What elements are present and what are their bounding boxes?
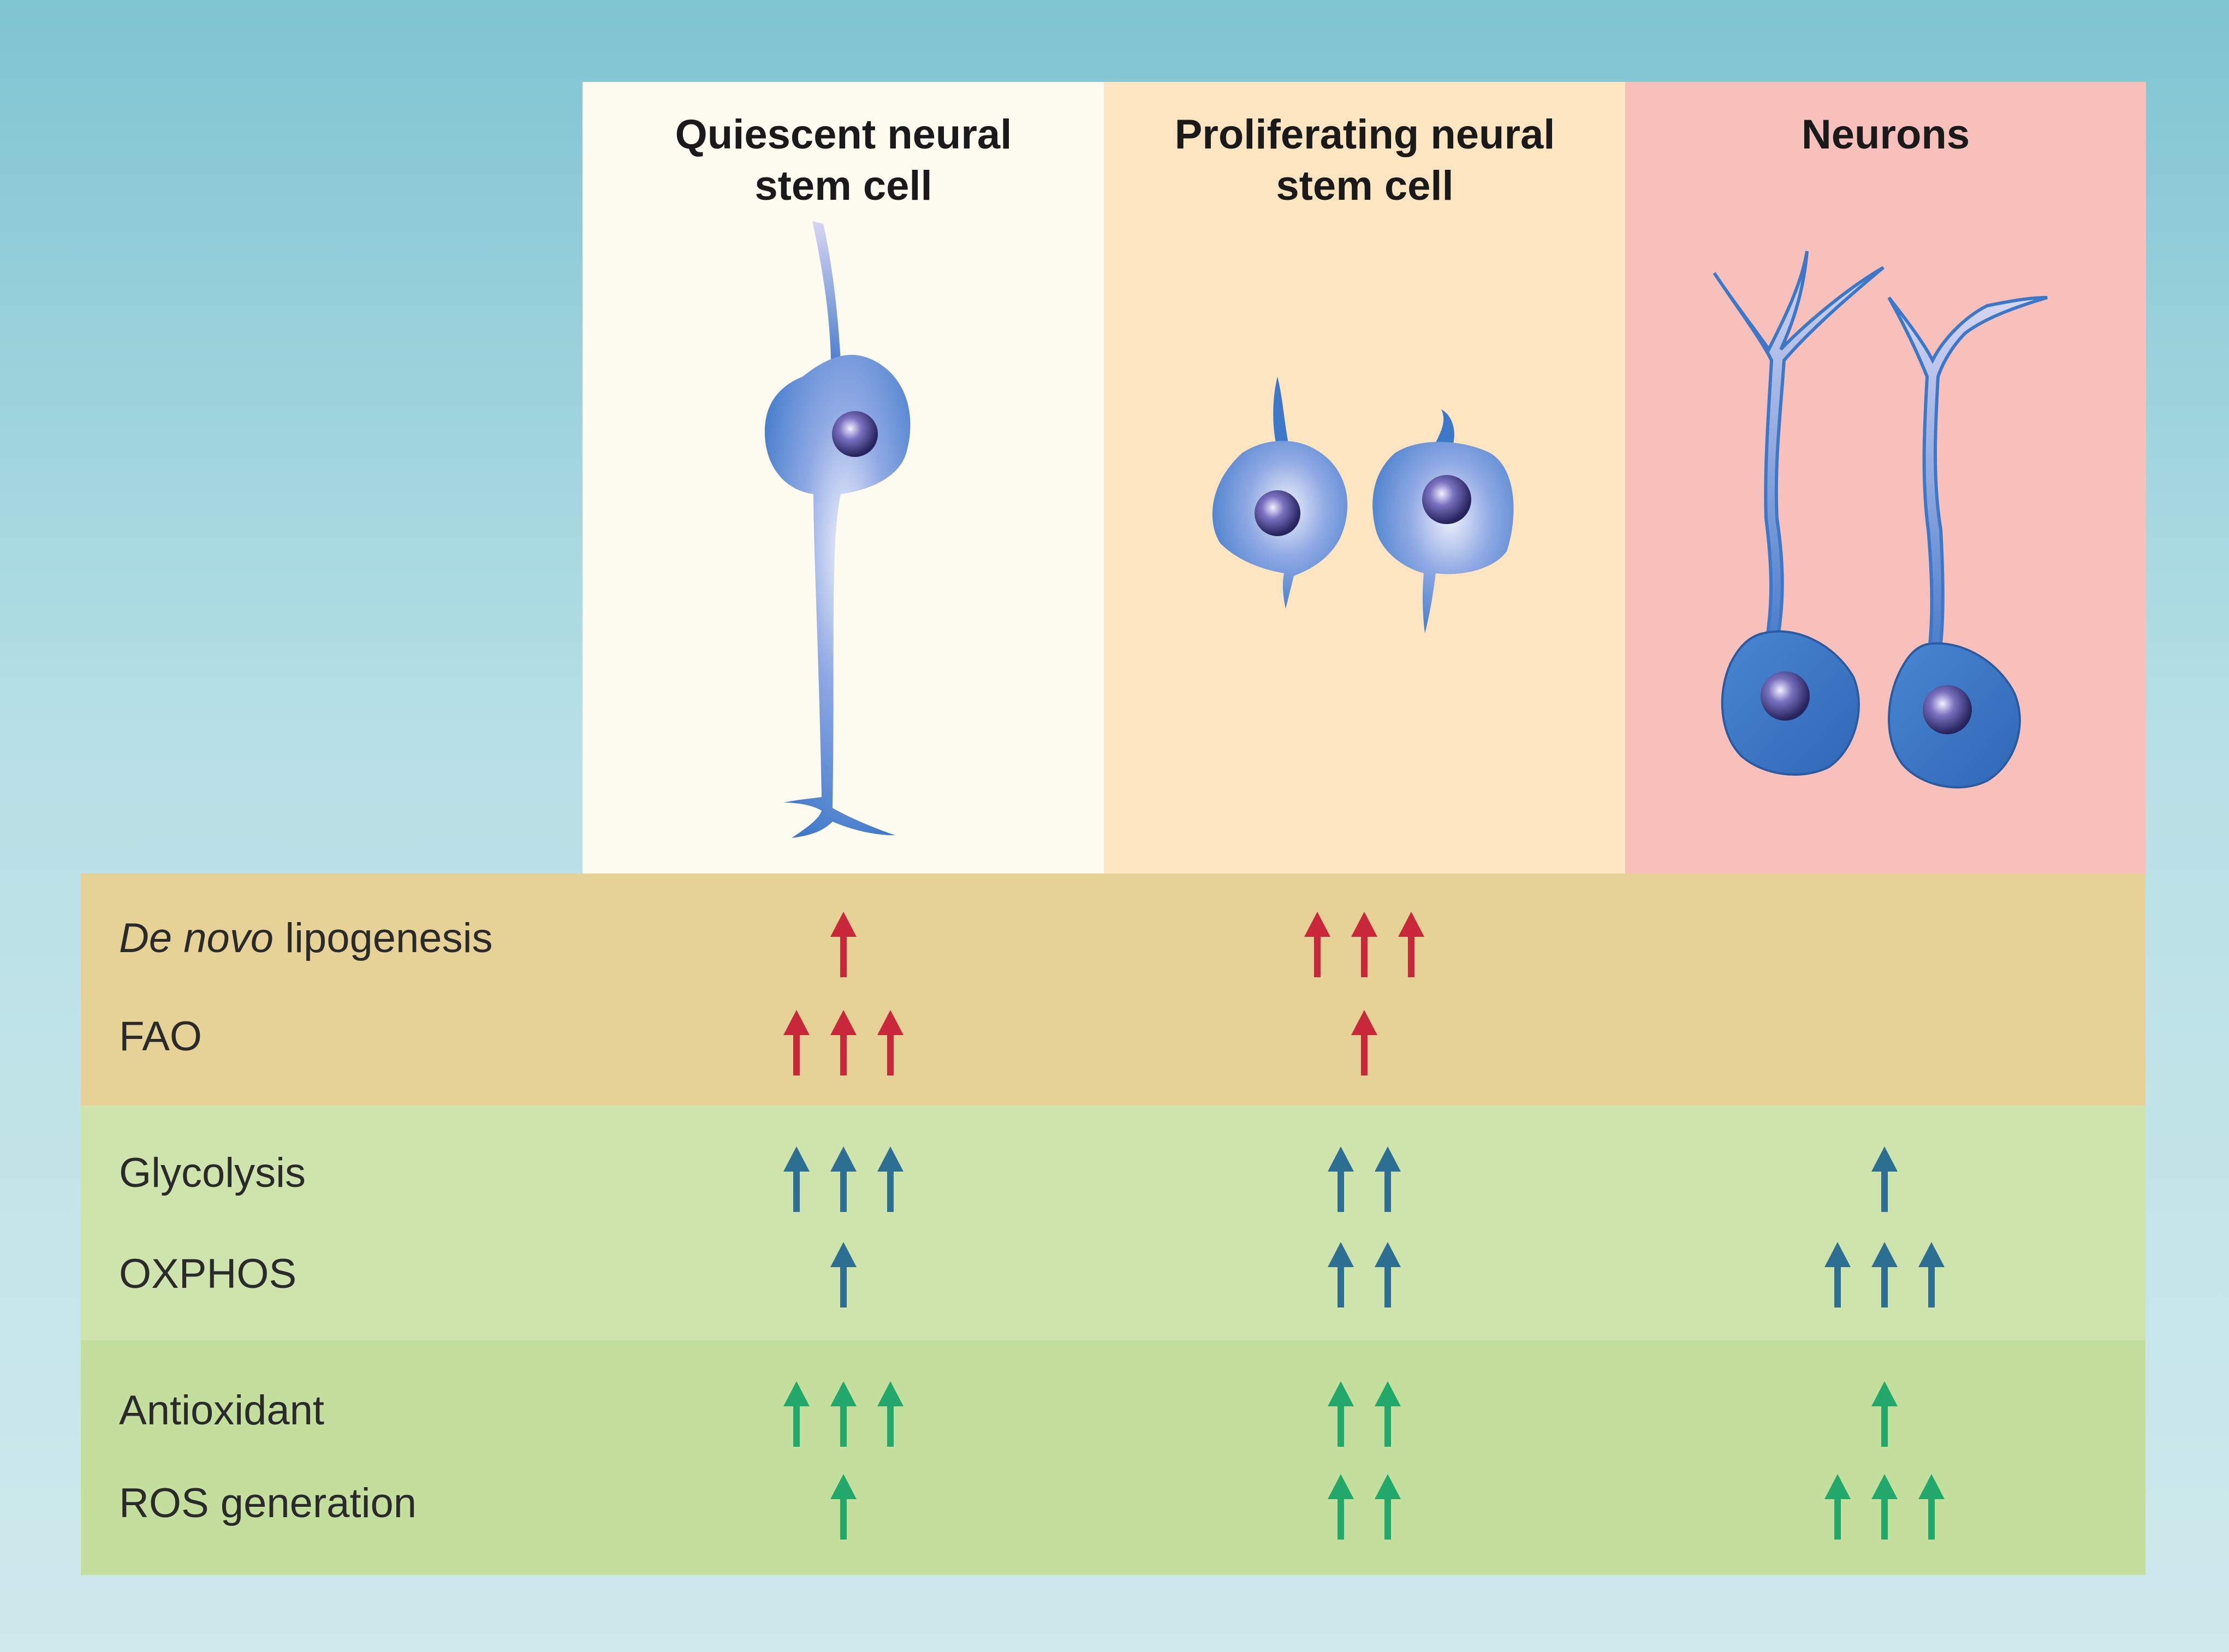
row-label-oxphos: OXPHOS xyxy=(119,1251,297,1297)
band-redox xyxy=(81,1340,2145,1575)
up-arrow-icon xyxy=(1304,912,1330,977)
up-arrow-icon xyxy=(1328,1381,1354,1447)
up-arrow-icon xyxy=(1824,1474,1851,1540)
up-arrow-icon xyxy=(783,1146,810,1212)
up-arrow-icon xyxy=(1918,1474,1945,1540)
up-arrow-icon xyxy=(830,1146,857,1212)
proliferating-nsc-cell-right xyxy=(1372,409,1514,633)
up-arrow-icon xyxy=(830,912,857,977)
quiescent-nsc-cell xyxy=(764,221,911,838)
up-arrow-icon xyxy=(1824,1242,1851,1308)
up-arrow-icon xyxy=(877,1381,904,1447)
band-lipid-metabolism xyxy=(81,873,2145,1106)
up-arrow-icon xyxy=(830,1242,857,1308)
row-label-antioxidant: Antioxidant xyxy=(119,1387,325,1434)
up-arrow-icon xyxy=(783,1010,810,1075)
up-arrow-icon xyxy=(1351,912,1377,977)
up-arrow-icon xyxy=(1328,1474,1354,1540)
up-arrow-icon xyxy=(1328,1146,1354,1212)
up-arrow-icon xyxy=(1375,1146,1401,1212)
up-arrow-icon xyxy=(1871,1242,1898,1308)
neuron-left xyxy=(1713,251,1885,776)
up-arrow-icon xyxy=(1375,1381,1401,1447)
up-arrow-icon xyxy=(1328,1242,1354,1308)
row-label-glycolysis: Glycolysis xyxy=(119,1150,306,1196)
column-title-quiescent: Quiescent neural stem cell xyxy=(675,111,1012,209)
row-label-ros-generation: ROS generation xyxy=(119,1480,417,1526)
up-arrow-icon xyxy=(877,1010,904,1075)
up-arrow-icon xyxy=(830,1381,857,1447)
up-arrow-icon xyxy=(830,1474,857,1540)
panel-proliferating-nsc: Proliferating neural stem cell xyxy=(1104,82,1625,873)
up-arrow-icon xyxy=(830,1010,857,1075)
up-arrow-icon xyxy=(1351,1010,1377,1075)
row-label-de-novo-lipogenesis: De novo lipogenesis xyxy=(119,915,493,961)
column-title-proliferating: Proliferating neural stem cell xyxy=(1174,111,1555,209)
up-arrow-icon xyxy=(1871,1381,1898,1447)
up-arrow-icon xyxy=(1871,1146,1898,1212)
up-arrow-icon xyxy=(1398,912,1424,977)
up-arrow-icon xyxy=(1375,1242,1401,1308)
cell-illustrations xyxy=(764,221,2048,838)
band-glucose-metabolism xyxy=(81,1106,2145,1340)
up-arrow-icon xyxy=(1918,1242,1945,1308)
up-arrow-icon xyxy=(877,1146,904,1212)
row-label-fao: FAO xyxy=(119,1013,203,1060)
column-title-neurons: Neurons xyxy=(1801,111,1970,158)
proliferating-nsc-cell-left xyxy=(1212,377,1348,609)
up-arrow-icon xyxy=(783,1381,810,1447)
up-arrow-icon xyxy=(1375,1474,1401,1540)
up-arrow-icon xyxy=(1871,1474,1898,1540)
neuron-right xyxy=(1887,296,2048,789)
panel-neurons: Neurons xyxy=(1625,82,2146,873)
